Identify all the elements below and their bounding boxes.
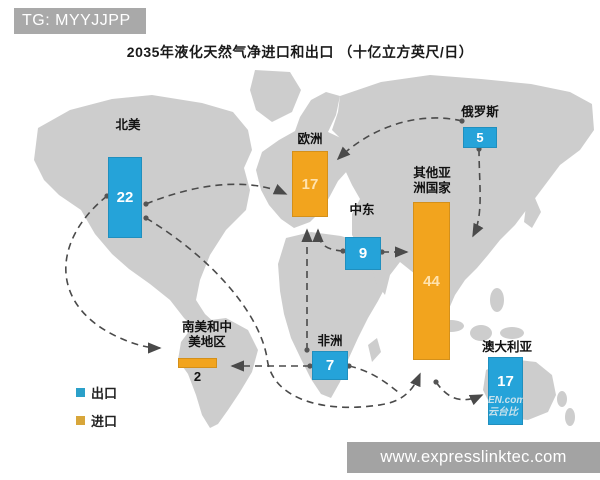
bar-value-middle-east: 9 bbox=[358, 245, 368, 262]
continent-asia bbox=[332, 75, 594, 320]
island-britain bbox=[264, 151, 281, 173]
bar-middle-east: 9 bbox=[345, 237, 381, 270]
bar-australia: 17 bbox=[488, 357, 523, 425]
label-africa: 非洲 bbox=[317, 334, 343, 348]
flow-russia-europe bbox=[336, 117, 463, 161]
legend-label-export: 出口 bbox=[91, 386, 118, 401]
flow-na-southamerica bbox=[65, 195, 162, 354]
island-newzealand-south bbox=[565, 408, 575, 426]
label-south-central-america: 南美和中美地区 bbox=[181, 320, 232, 349]
chart-title: 2035年液化天然气净进口和出口 （十亿立方英尺/日） bbox=[126, 44, 474, 60]
label-europe: 欧洲 bbox=[297, 132, 323, 146]
flow-origin-dot bbox=[304, 347, 310, 353]
flow-origin-dot bbox=[143, 215, 149, 221]
header-badge: TG: MYYJJPP bbox=[14, 8, 146, 34]
continent-africa bbox=[278, 232, 388, 398]
legend-item-import: 进口 bbox=[76, 411, 117, 430]
label-other-asia: 其他亚洲国家 bbox=[413, 166, 451, 195]
island-philippines bbox=[490, 288, 504, 312]
bar-value-north-america: 22 bbox=[116, 189, 134, 206]
bar-russia: 5 bbox=[463, 127, 497, 148]
flow-russia-asia bbox=[472, 148, 484, 238]
island-japan bbox=[524, 198, 541, 228]
flow-origin-dot bbox=[340, 248, 346, 254]
continent-south-america bbox=[178, 318, 258, 428]
bar-value-africa: 7 bbox=[325, 357, 335, 374]
flow-na-europe bbox=[145, 183, 288, 205]
flow-middleeast-europe bbox=[312, 228, 344, 252]
island-newzealand-north bbox=[557, 391, 567, 407]
flow-origin-dot bbox=[307, 363, 313, 369]
bar-value-europe: 17 bbox=[301, 175, 319, 193]
bar-north-america: 22 bbox=[108, 157, 142, 238]
label-russia: 俄罗斯 bbox=[461, 105, 499, 119]
label-middle-east: 中东 bbox=[349, 203, 375, 217]
island-borneo bbox=[470, 325, 492, 341]
bar-south-central-america bbox=[178, 358, 217, 368]
flow-na-asia bbox=[145, 217, 421, 409]
bar-other-asia: 44 bbox=[413, 202, 450, 360]
island-newguinea bbox=[500, 327, 524, 339]
flow-africa-asia bbox=[348, 365, 399, 393]
legend-item-export: 出口 bbox=[76, 383, 117, 402]
bar-value-south-central-america: 2 bbox=[193, 369, 202, 384]
legend-label-import: 进口 bbox=[91, 414, 118, 429]
bar-value-russia: 5 bbox=[476, 130, 484, 145]
bar-value-australia: 17 bbox=[497, 373, 514, 390]
label-australia: 澳大利亚 bbox=[481, 340, 532, 354]
export-swatch-icon bbox=[76, 388, 85, 397]
footer-website-bar: www.expresslinktec.com bbox=[347, 442, 600, 473]
flow-australia-asia bbox=[435, 381, 484, 406]
flow-origin-dot bbox=[459, 118, 465, 124]
flow-origin-dot bbox=[143, 201, 149, 207]
label-north-america: 北美 bbox=[115, 118, 141, 132]
bar-europe: 17 bbox=[292, 151, 328, 217]
flow-origin-dot bbox=[433, 379, 439, 385]
legend: 出口 进口 bbox=[76, 383, 117, 439]
import-swatch-icon bbox=[76, 416, 85, 425]
bar-value-other-asia: 44 bbox=[423, 272, 440, 290]
continent-north-america bbox=[34, 95, 252, 333]
island-greenland bbox=[250, 70, 301, 122]
bar-africa: 7 bbox=[312, 351, 348, 380]
island-madagascar bbox=[368, 338, 381, 362]
